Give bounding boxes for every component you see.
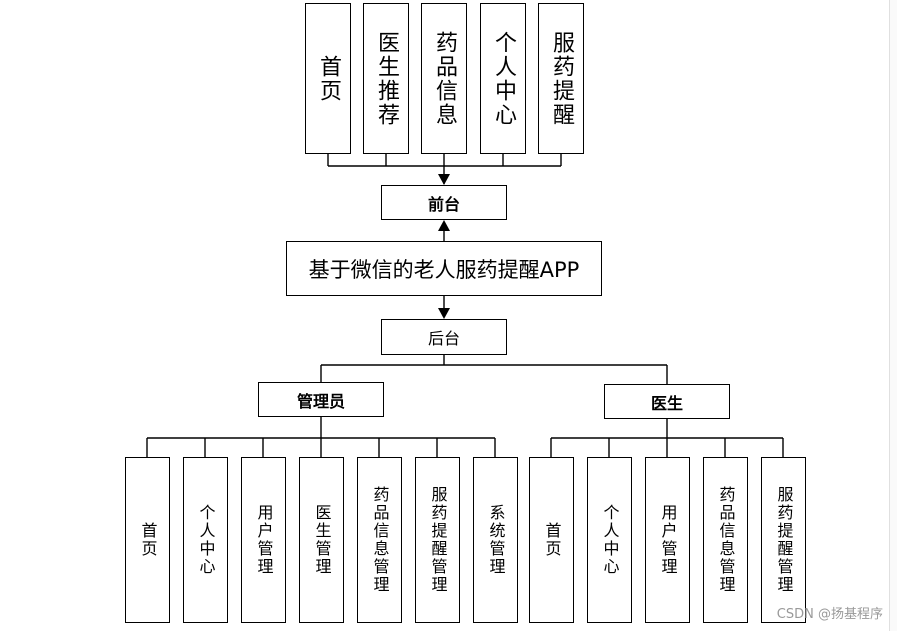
- scrollbar[interactable]: [889, 0, 897, 631]
- watermark: CSDN @扬基程序: [776, 607, 883, 622]
- admin-module-doctor-management: 医生管理: [299, 457, 344, 623]
- admin-module-personal-center: 个人中心: [183, 457, 228, 623]
- doctor-role-box: 医生: [604, 384, 730, 419]
- admin-module-medication-reminder-management: 服药提醒管理: [415, 457, 460, 623]
- frontend-module-doctor-recommend: 医生推荐: [363, 3, 409, 154]
- doctor-module-medicine-info-management: 药品信息管理: [703, 457, 748, 623]
- admin-role-box: 管理员: [258, 382, 384, 417]
- frontend-module-medicine-info: 药品信息: [421, 3, 467, 154]
- frontend-module-personal-center: 个人中心: [480, 3, 526, 154]
- admin-module-user-management: 用户管理: [241, 457, 286, 623]
- admin-module-medicine-info-management: 药品信息管理: [357, 457, 402, 623]
- doctor-module-medication-reminder-management: 服药提醒管理: [761, 457, 806, 623]
- frontend-module-home: 首页: [305, 3, 351, 154]
- system-title-box: 基于微信的老人服药提醒APP: [286, 241, 602, 296]
- frontend-module-medication-reminder: 服药提醒: [538, 3, 584, 154]
- doctor-module-home: 首页: [529, 457, 574, 623]
- admin-module-system-management: 系统管理: [473, 457, 518, 623]
- arrow-up-to-frontend: [438, 220, 450, 231]
- arrow-into-frontend: [438, 174, 450, 185]
- frontend-box: 前台: [381, 185, 507, 220]
- backend-box: 后台: [381, 319, 507, 355]
- doctor-module-user-management: 用户管理: [645, 457, 690, 623]
- doctor-module-personal-center: 个人中心: [587, 457, 632, 623]
- admin-module-home: 首页: [125, 457, 170, 623]
- arrow-into-backend: [438, 308, 450, 319]
